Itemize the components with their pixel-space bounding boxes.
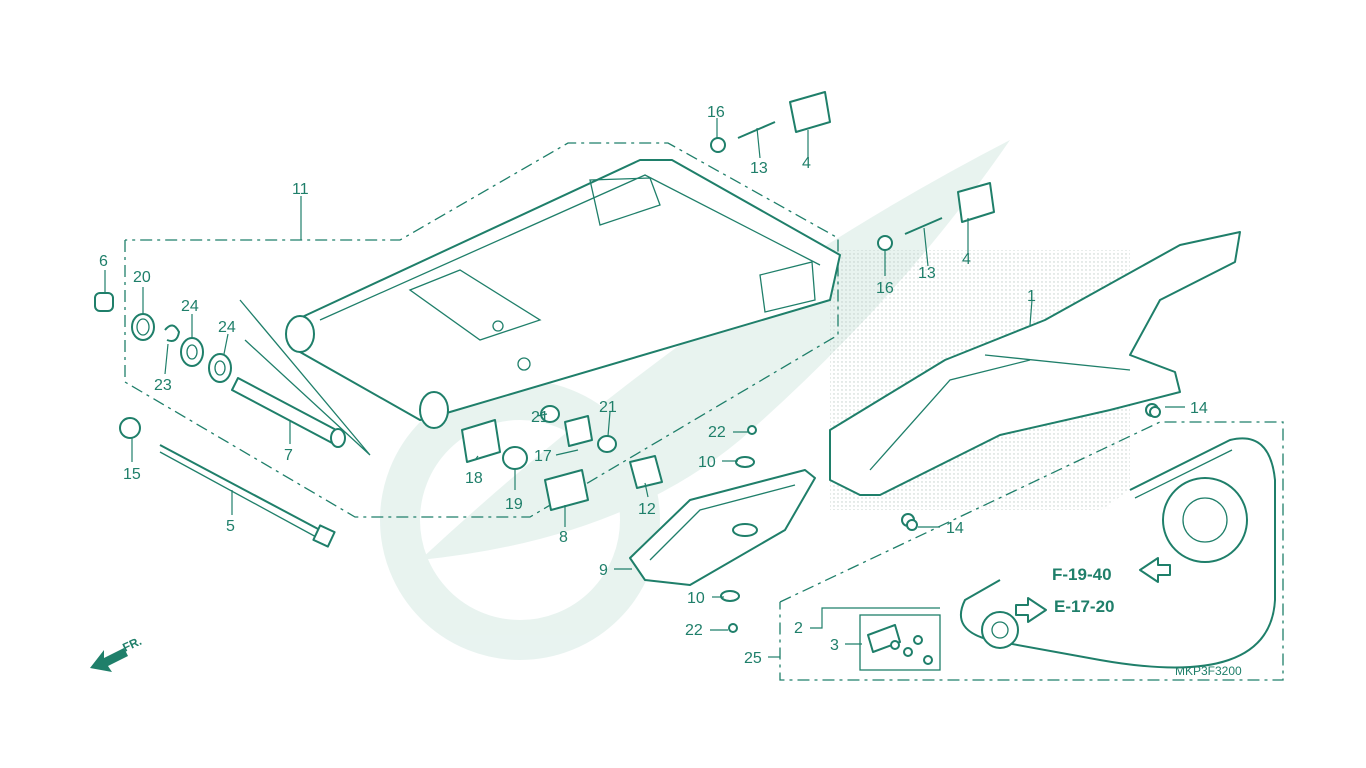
swingarm [285,159,841,429]
diagram-code: MKP3F3200 [1175,664,1242,678]
label-4: 4 [802,155,811,172]
label-18: 18 [465,470,483,487]
small-bolts [728,406,1161,633]
label-2: 2 [794,620,803,637]
label-17: 17 [534,448,552,465]
group-outline-11 [124,142,839,518]
right-bearings [461,405,663,511]
label-21: 21 [531,409,549,426]
label-15: 15 [123,466,141,483]
label-1: 1 [1027,288,1036,305]
reference-arrow-f[interactable]: F-19-40 [1052,557,1171,584]
label-13b: 13 [918,265,936,282]
pivot-leader-triangle [239,299,371,456]
chain-case [829,231,1241,527]
pivot-collar [231,377,346,448]
label-6: 6 [99,253,108,270]
label-24b: 24 [218,319,236,336]
front-mark: FR. [120,634,143,655]
ref-f-19-40: F-19-40 [1052,565,1112,584]
left-bearings [94,292,232,383]
front-arrow: FR. [90,634,144,672]
label-24: 24 [181,298,199,315]
label-14b: 14 [946,520,964,537]
label-21b: 21 [599,399,617,416]
label-7: 7 [284,447,293,464]
label-11: 11 [292,181,309,198]
label-19: 19 [505,496,523,513]
group-outline-25 [779,421,1284,681]
label-16b: 16 [876,280,894,297]
label-10: 10 [698,454,716,471]
label-5: 5 [226,518,235,535]
label-13: 13 [750,160,768,177]
label-9: 9 [599,562,608,579]
label-4b: 4 [962,251,971,268]
label-16: 16 [707,104,725,121]
label-22b: 22 [685,622,703,639]
label-12: 12 [638,501,656,518]
label-20: 20 [133,269,151,286]
chain-joint [859,614,941,671]
ref-e-17-20: E-17-20 [1054,597,1114,616]
label-3: 3 [830,637,839,654]
label-25: 25 [744,650,762,667]
chain-slider [629,456,816,602]
label-14: 14 [1190,400,1208,417]
label-23: 23 [154,377,172,394]
label-8: 8 [559,529,568,546]
reference-arrow-e[interactable]: E-17-20 [1015,597,1114,623]
part-labels: 1 2 3 4 4 5 6 7 8 9 10 10 11 12 13 13 14… [99,104,1208,667]
pivot-bolt [119,417,336,548]
label-10b: 10 [687,590,705,607]
leader-lines [104,118,1185,658]
chain-adjusters [710,91,995,251]
label-22: 22 [708,424,726,441]
